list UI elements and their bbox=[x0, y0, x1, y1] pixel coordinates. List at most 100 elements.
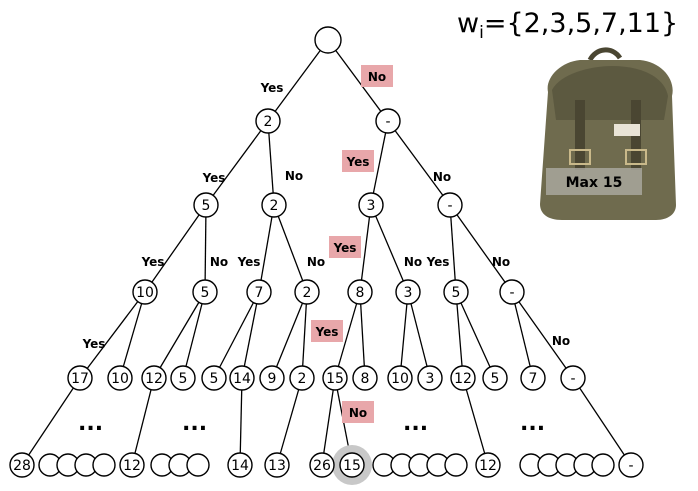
tree-node-level4-label: 10 bbox=[111, 371, 129, 387]
tree-node-level3-circle bbox=[132, 279, 158, 305]
tree-edge bbox=[572, 377, 632, 466]
backpack-caption: Max 15 bbox=[566, 175, 623, 191]
edge-label-no: No bbox=[368, 70, 386, 84]
weights-formula: wi={2,3,5,7,11} bbox=[457, 8, 678, 43]
tree-node-level4-label: 7 bbox=[529, 371, 538, 387]
tree-node-level3-circle bbox=[294, 279, 320, 305]
edge-label-yes: Yes bbox=[202, 171, 226, 185]
tree-leaf-node-label: 14 bbox=[231, 458, 249, 474]
tree-edge bbox=[511, 291, 534, 379]
backpack-buckle-left bbox=[569, 149, 591, 165]
tree-leaf-node-label: 15 bbox=[343, 458, 361, 474]
edge-label-no: No bbox=[492, 255, 510, 269]
edge-label-highlight bbox=[329, 236, 361, 258]
tree-node-level4: 14 bbox=[229, 365, 255, 391]
tree-node-level2: 5 bbox=[193, 192, 219, 218]
tree-leaf-node: 28 bbox=[9, 452, 35, 478]
tree-node-level3: 10 bbox=[132, 279, 158, 305]
tree-node-level4-circle bbox=[67, 365, 93, 391]
tree-leaf-node-circle bbox=[309, 452, 335, 478]
tree-node-level4-label: 17 bbox=[71, 371, 89, 387]
tree-node-level3-circle bbox=[499, 279, 525, 305]
tree-node-level3-label: 5 bbox=[452, 285, 461, 301]
tree-node-level2-circle bbox=[358, 192, 384, 218]
tree-edges bbox=[21, 39, 632, 466]
tree-node-level4-label: 8 bbox=[361, 371, 370, 387]
tree-node-level4-label: - bbox=[570, 371, 575, 387]
tree-leaf-node-label: 12 bbox=[123, 458, 141, 474]
tree-node-level4: 8 bbox=[352, 365, 378, 391]
tree-edge bbox=[131, 377, 155, 466]
ellipsis: ... bbox=[182, 411, 207, 436]
tree-leaf-node-circle bbox=[9, 452, 35, 478]
tree-edge bbox=[267, 39, 329, 122]
tree-leaf-node-label: 12 bbox=[479, 458, 497, 474]
tree-leaf-node-circle bbox=[119, 452, 145, 478]
tree-node-level4-circle bbox=[289, 365, 315, 391]
tree-node-level4-circle bbox=[229, 365, 255, 391]
tree-edge bbox=[449, 204, 513, 293]
edge-label-yes: Yes bbox=[237, 255, 261, 269]
tree-leaf-node: 12 bbox=[475, 452, 501, 478]
tree-edge bbox=[213, 291, 260, 379]
tree-node-level3: 3 bbox=[395, 279, 421, 305]
svg-text:wi={2,3,5,7,11}: wi={2,3,5,7,11} bbox=[457, 8, 678, 43]
tree-edge bbox=[387, 120, 451, 206]
edge-label-yes: Yes bbox=[333, 241, 357, 255]
tree-node-level4-circle bbox=[387, 365, 413, 391]
ellipsis: ... bbox=[78, 411, 103, 436]
tree-node-level2: 3 bbox=[358, 192, 384, 218]
tree-node-level3-label: 7 bbox=[255, 285, 264, 301]
tree-node-level1-circle bbox=[375, 108, 401, 134]
edge-label-no: No bbox=[404, 255, 422, 269]
tree-leaf-node-circle bbox=[227, 452, 253, 478]
edge-label-yes: Yes bbox=[141, 255, 165, 269]
tree-node-level4: 17 bbox=[67, 365, 93, 391]
tree-edge bbox=[321, 377, 336, 466]
tree-node-level2-label: 2 bbox=[270, 198, 279, 214]
tree-edge bbox=[511, 291, 574, 379]
backpack-caption-box bbox=[546, 168, 642, 195]
weights-subscript: i bbox=[479, 23, 484, 43]
tree-edge bbox=[119, 291, 146, 379]
tree-leaf-node-circle bbox=[475, 452, 501, 478]
tree-node-level2-circle bbox=[261, 192, 287, 218]
edge-label-yes: Yes bbox=[315, 325, 339, 339]
tree-edge bbox=[370, 120, 389, 206]
tree-edge bbox=[182, 291, 206, 379]
tree-node-level3-label: 8 bbox=[356, 285, 365, 301]
edge-label-yes: Yes bbox=[426, 255, 450, 269]
tree-edge bbox=[204, 204, 207, 293]
tree-leaf-node: 26 bbox=[309, 452, 335, 478]
tree-node-level4-circle bbox=[201, 365, 227, 391]
tree-node-level3-label: - bbox=[509, 285, 514, 301]
edge-label-no: No bbox=[433, 170, 451, 184]
backpack-buckle-right bbox=[625, 149, 647, 165]
tree-edge bbox=[399, 291, 409, 379]
edge-label-no: No bbox=[307, 255, 325, 269]
tree-node-level4: 12 bbox=[450, 365, 476, 391]
tree-node-level3-label: 10 bbox=[136, 285, 154, 301]
tree-node-level4-circle bbox=[141, 365, 167, 391]
ellipsis: ... bbox=[520, 411, 545, 436]
empty-leaf-node bbox=[591, 453, 615, 477]
backpack-handle bbox=[587, 47, 623, 62]
tree-edge bbox=[334, 291, 361, 379]
backpack-image: Max 15 bbox=[540, 47, 676, 220]
tree-edge bbox=[153, 291, 206, 379]
tree-node-level4-label: 9 bbox=[268, 371, 277, 387]
tree-edge bbox=[144, 204, 207, 293]
edge-label-no: No bbox=[210, 255, 228, 269]
tree-leaf-node-circle bbox=[618, 452, 644, 478]
tree-node-level4: 3 bbox=[417, 365, 443, 391]
empty-leaf-node-circle bbox=[186, 453, 210, 477]
tree-node-level1: - bbox=[375, 108, 401, 134]
tree-node-level4-label: 15 bbox=[326, 371, 344, 387]
tree-node-level2-circle bbox=[437, 192, 463, 218]
tree-node-level4-circle bbox=[107, 365, 133, 391]
tree-node-level3-label: 3 bbox=[404, 285, 413, 301]
tree-edge bbox=[370, 204, 409, 293]
tree-edge bbox=[273, 204, 308, 293]
